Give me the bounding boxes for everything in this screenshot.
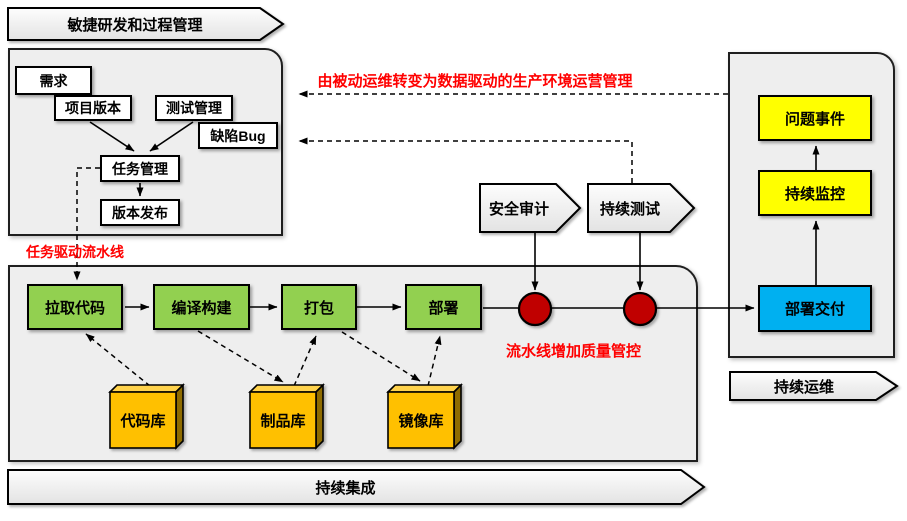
- task-management-box: 任务管理: [100, 155, 180, 182]
- pull-code-box: 拉取代码: [27, 284, 123, 330]
- annotation-quality-control: 流水线增加质量管控: [506, 343, 642, 360]
- security-audit-shape: [479, 183, 582, 233]
- requirements-box: 需求: [15, 66, 92, 95]
- agile-banner-label: 敏捷研发和过程管理: [67, 16, 203, 34]
- package-box: 打包: [281, 284, 357, 330]
- compile-build-box: 编译构建: [153, 284, 250, 330]
- deploy-box: 部署: [405, 284, 482, 330]
- defect-bug-box: 缺陷Bug: [198, 122, 278, 149]
- annotation-data-driven-ops: 由被动运维转变为数据驱动的生产环境运营管理: [317, 73, 633, 90]
- project-version-box: 项目版本: [54, 95, 132, 121]
- ci-banner-label: 持续集成: [315, 479, 376, 497]
- ops-banner-label: 持续运维: [773, 378, 834, 396]
- agile-banner-shape: [7, 7, 285, 41]
- incident-box: 问题事件: [758, 95, 872, 141]
- delivery-box: 部署交付: [758, 285, 872, 332]
- ops-banner-shape: [729, 371, 899, 401]
- dashed-test-feedback-to-agile: [298, 137, 633, 183]
- continuous-test-shape: [587, 183, 696, 233]
- ci-banner-shape: [7, 469, 706, 505]
- test-management-box: 测试管理: [155, 95, 233, 121]
- monitoring-box: 持续监控: [758, 170, 872, 216]
- security-audit-label: 安全审计: [488, 200, 549, 218]
- continuous-test-label: 持续测试: [599, 200, 660, 218]
- release-box: 版本发布: [100, 199, 180, 226]
- annotation-task-driven-pipeline: 任务驱动流水线: [26, 244, 124, 260]
